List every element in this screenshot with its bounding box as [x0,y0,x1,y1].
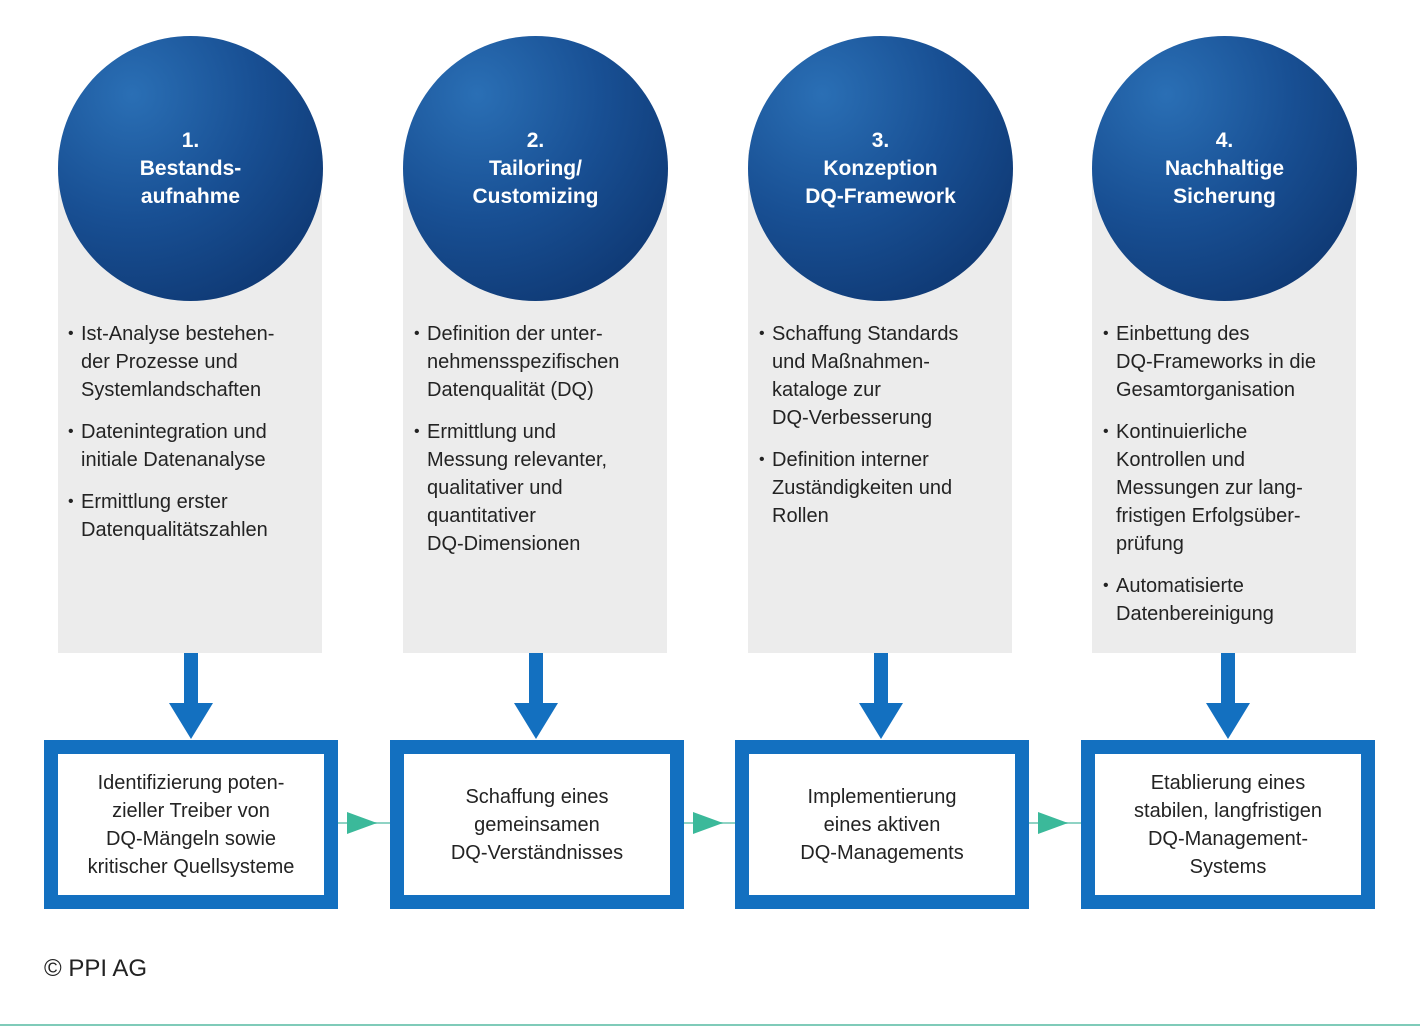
phase-2-bullet: Ermittlung und Messung relevanter, quali… [414,418,662,558]
phase-3-arrow-shaft [874,653,888,705]
phase-2-arrow-shaft [529,653,543,705]
phase-1-bullet: Ermittlung erster Datenqualitätszahlen [68,488,316,544]
phase-1-number: 1. [181,128,200,152]
phase-1-arrow-down-icon [169,703,213,739]
flow-arrow-icon [347,812,377,834]
phase-1-title: Bestands- aufnahme [139,156,242,208]
phase-4-bullets: Einbettung des DQ-Frameworks in die Gesa… [1103,320,1351,642]
phase-4-title: Nachhaltige Sicherung [1164,156,1285,208]
phase-2-arrow-down-icon [514,703,558,739]
copyright-notice: © PPI AG [44,955,148,982]
phase-3-bullet: Definition interner Zuständigkeiten und … [759,446,1007,530]
phase-1-circle: 1. Bestands- aufnahme [58,36,323,301]
phase-1-result-box: Identifizierung poten- zieller Treiber v… [44,740,338,909]
phase-3-title: Konzeption DQ-Framework [805,156,956,208]
phase-2-result-box: Schaffung eines gemeinsamen DQ-Verständn… [390,740,684,909]
phase-2-bullet: Definition der unter- nehmensspezifische… [414,320,662,404]
phase-1-result-text: Identifizierung poten- zieller Treiber v… [87,771,295,878]
phase-1-bullet: Ist-Analyse bestehen- der Prozesse und S… [68,320,316,404]
phase-2-number: 2. [526,128,545,152]
phase-3-bullets: Schaffung Standards und Maßnahmen- katal… [759,320,1007,544]
phase-4-bullet: Automatisierte Datenbereinigung [1103,572,1351,628]
phase-3-arrow-down-icon [859,703,903,739]
phase-4-number: 4. [1215,128,1234,152]
bottom-divider [0,1024,1420,1026]
phase-3-circle: 3. Konzeption DQ-Framework [748,36,1013,301]
phase-3-number: 3. [871,128,890,152]
flow-arrow-icon [693,812,723,834]
phase-4-bullet: Kontinuierliche Kontrollen und Messungen… [1103,418,1351,558]
flow-arrow-icon [1038,812,1068,834]
phase-4-bullet: Einbettung des DQ-Frameworks in die Gesa… [1103,320,1351,404]
phase-2-bullets: Definition der unter- nehmensspezifische… [414,320,662,572]
phase-4-result-box: Etablierung eines stabilen, langfristige… [1081,740,1375,909]
phase-2-result-text: Schaffung eines gemeinsamen DQ-Verständn… [450,785,624,864]
phase-3-result-box: Implementierung eines aktiven DQ-Managem… [735,740,1029,909]
phase-2-circle: 2. Tailoring/ Customizing [403,36,668,301]
phase-3-bullet: Schaffung Standards und Maßnahmen- katal… [759,320,1007,432]
phase-1-bullet: Datenintegration und initiale Datenanaly… [68,418,316,474]
phase-1-arrow-shaft [184,653,198,705]
phase-4-result-text: Etablierung eines stabilen, langfristige… [1134,771,1322,878]
phase-4-arrow-down-icon [1206,703,1250,739]
phase-1-bullets: Ist-Analyse bestehen- der Prozesse und S… [68,320,316,558]
phase-2-title: Tailoring/ Customizing [472,156,599,208]
phase-4-circle: 4. Nachhaltige Sicherung [1092,36,1357,301]
phase-4-arrow-shaft [1221,653,1235,705]
phase-3-result-text: Implementierung eines aktiven DQ-Managem… [800,785,964,864]
